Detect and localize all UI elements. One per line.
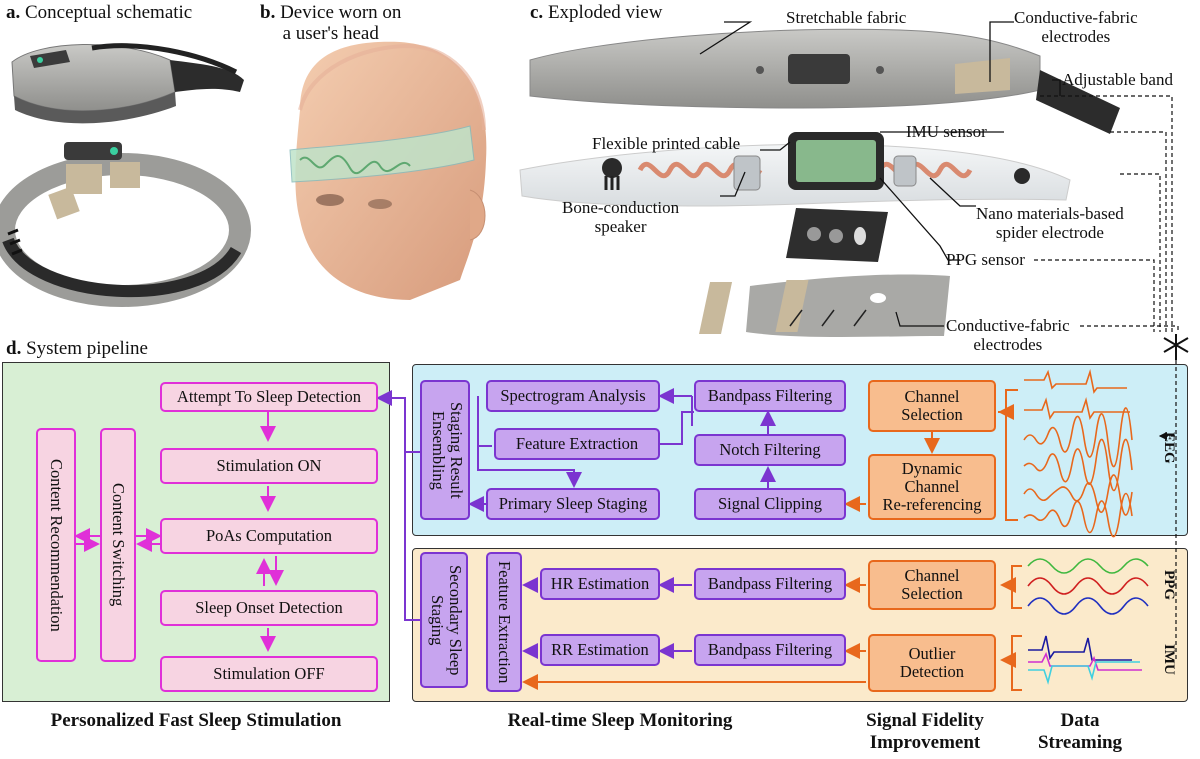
attempt-sleep-box: Attempt To Sleep Detection bbox=[160, 382, 378, 412]
dynamic-text-1: Dynamic bbox=[901, 459, 963, 478]
panel-c-text: Exploded view bbox=[547, 2, 663, 23]
staging-ensembling-box: Staging Result Ensembling bbox=[420, 380, 470, 520]
streaming-section-label: Data Streaming bbox=[1020, 710, 1140, 754]
channel-selection-eeg-text-2: Selection bbox=[901, 405, 963, 424]
channel-selection-eeg-box: Channel Selection bbox=[868, 380, 996, 432]
device-illustrations bbox=[0, 21, 1189, 360]
panel-c-letter: c. bbox=[530, 2, 544, 23]
ppg-waveforms bbox=[1027, 558, 1149, 615]
panel-a-letter: a. bbox=[6, 2, 21, 23]
eeg-waveforms bbox=[1023, 368, 1133, 538]
content-switching-text: Content Switching bbox=[109, 483, 128, 607]
poas-box: PoAs Computation bbox=[160, 518, 378, 554]
secondary-staging-text: Secondary Sleep Staging bbox=[428, 564, 465, 676]
imu-tag: IMU bbox=[1161, 644, 1177, 675]
content-recommendation-text: Content Recommendation bbox=[47, 458, 66, 632]
outlier-text-1: Outlier bbox=[908, 644, 956, 663]
callout-lines bbox=[699, 21, 1061, 327]
ppg-module-image bbox=[786, 208, 888, 262]
outlier-detection-box: Outlier Detection bbox=[868, 634, 996, 692]
feature-extraction-ppg-box: Feature Extraction bbox=[486, 552, 522, 692]
streaming-label-1: Data bbox=[1060, 710, 1100, 731]
panel-a-title: a. Conceptual schematic bbox=[6, 2, 192, 24]
stimulation-on-box: Stimulation ON bbox=[160, 448, 378, 484]
panel-d-title: d. System pipeline bbox=[6, 338, 148, 360]
rr-estimation-box: RR Estimation bbox=[540, 634, 660, 666]
content-switching-box: Content Switching bbox=[100, 428, 136, 662]
channel-selection-eeg-text-1: Channel bbox=[904, 387, 960, 406]
channel-selection-ppg-text-1: Channel bbox=[904, 566, 960, 585]
panel-d-text: System pipeline bbox=[26, 338, 148, 359]
label-flexible-cable: Flexible printed cable bbox=[592, 134, 741, 153]
fidelity-label-2: Improvement bbox=[869, 732, 981, 753]
dynamic-text-3: Re-referencing bbox=[882, 495, 982, 514]
electronics-layer-image bbox=[519, 132, 1071, 207]
dynamic-rereferencing-box: Dynamic Channel Re-referencing bbox=[868, 454, 996, 520]
ppg-tag: PPG bbox=[1161, 570, 1177, 600]
streaming-dashes bbox=[1034, 95, 1179, 332]
label-conductive-fabric-bottom: Conductive-fabric electrodes bbox=[946, 316, 1070, 354]
stimulation-off-box: Stimulation OFF bbox=[160, 656, 378, 692]
signal-clipping-box: Signal Clipping bbox=[694, 488, 846, 520]
panel-b-text-1: Device worn on bbox=[280, 2, 402, 23]
label-bone-speaker: Bone-conduction speaker bbox=[562, 198, 679, 236]
label-adjustable-band: Adjustable band bbox=[1062, 70, 1173, 89]
notch-filter-box: Notch Filtering bbox=[694, 434, 846, 466]
stimulation-section-label: Personalized Fast Sleep Stimulation bbox=[50, 710, 342, 731]
panel-a-text: Conceptual schematic bbox=[25, 2, 193, 23]
label-bone-speaker-1: Bone-conduction bbox=[562, 198, 680, 217]
label-conductive-fabric-top-2: electrodes bbox=[1041, 27, 1111, 46]
dynamic-text-2: Channel bbox=[904, 477, 960, 496]
fabric-layer-image bbox=[529, 28, 1120, 134]
user-head-image bbox=[289, 41, 487, 300]
feature-extraction-eeg-box: Feature Extraction bbox=[494, 428, 660, 460]
bandpass-ppg-box: Bandpass Filtering bbox=[694, 568, 846, 600]
panel-d-letter: d. bbox=[6, 338, 22, 359]
label-ppg-sensor: PPG sensor bbox=[946, 250, 1025, 269]
monitoring-section-label: Real-time Sleep Monitoring bbox=[507, 710, 733, 731]
eeg-tag: EEG bbox=[1161, 432, 1177, 464]
channel-selection-ppg-text-2: Selection bbox=[901, 584, 963, 603]
fidelity-section-label: Signal Fidelity Improvement bbox=[850, 710, 1000, 754]
headband-bottom-image bbox=[0, 142, 251, 307]
panel-b-text-2: a user's head bbox=[282, 23, 379, 44]
label-imu-sensor: IMU sensor bbox=[906, 122, 987, 141]
label-conductive-fabric-bottom-1: Conductive-fabric bbox=[946, 316, 1070, 335]
secondary-staging-box: Secondary Sleep Staging bbox=[420, 552, 468, 688]
label-conductive-fabric-top-1: Conductive-fabric bbox=[1014, 8, 1138, 27]
panel-b-title: b. Device worn on a user's head bbox=[260, 2, 401, 44]
label-nano-electrode-1: Nano materials-based bbox=[976, 204, 1124, 223]
label-nano-electrode: Nano materials-based spider electrode bbox=[976, 204, 1124, 242]
bandpass-eeg-box: Bandpass Filtering bbox=[694, 380, 846, 412]
panel-c-title: c. Exploded view bbox=[530, 2, 662, 24]
headband-top-image bbox=[11, 43, 244, 124]
panel-b-letter: b. bbox=[260, 2, 276, 23]
channel-selection-ppg-box: Channel Selection bbox=[868, 560, 996, 610]
spectrogram-box: Spectrogram Analysis bbox=[486, 380, 660, 412]
label-bone-speaker-2: speaker bbox=[594, 217, 647, 236]
feature-extraction-ppg-text: Feature Extraction bbox=[495, 560, 514, 684]
content-recommendation-box: Content Recommendation bbox=[36, 428, 76, 662]
label-stretchable-fabric: Stretchable fabric bbox=[786, 8, 907, 27]
outlier-text-2: Detection bbox=[899, 662, 965, 681]
streaming-label-2: Streaming bbox=[1037, 732, 1123, 753]
imu-waveforms bbox=[1028, 635, 1142, 685]
label-nano-electrode-2: spider electrode bbox=[995, 223, 1104, 242]
sleep-onset-box: Sleep Onset Detection bbox=[160, 590, 378, 626]
label-conductive-fabric-top: Conductive-fabric electrodes bbox=[1014, 8, 1138, 46]
staging-ensembling-text: Staging Result Ensembling bbox=[429, 401, 466, 499]
fidelity-label-1: Signal Fidelity bbox=[866, 710, 984, 731]
streaming-junction-icon bbox=[1163, 334, 1189, 360]
bandpass-imu-box: Bandpass Filtering bbox=[694, 634, 846, 666]
primary-staging-box: Primary Sleep Staging bbox=[486, 488, 660, 520]
label-conductive-fabric-bottom-2: electrodes bbox=[973, 335, 1043, 354]
hr-estimation-box: HR Estimation bbox=[540, 568, 660, 600]
